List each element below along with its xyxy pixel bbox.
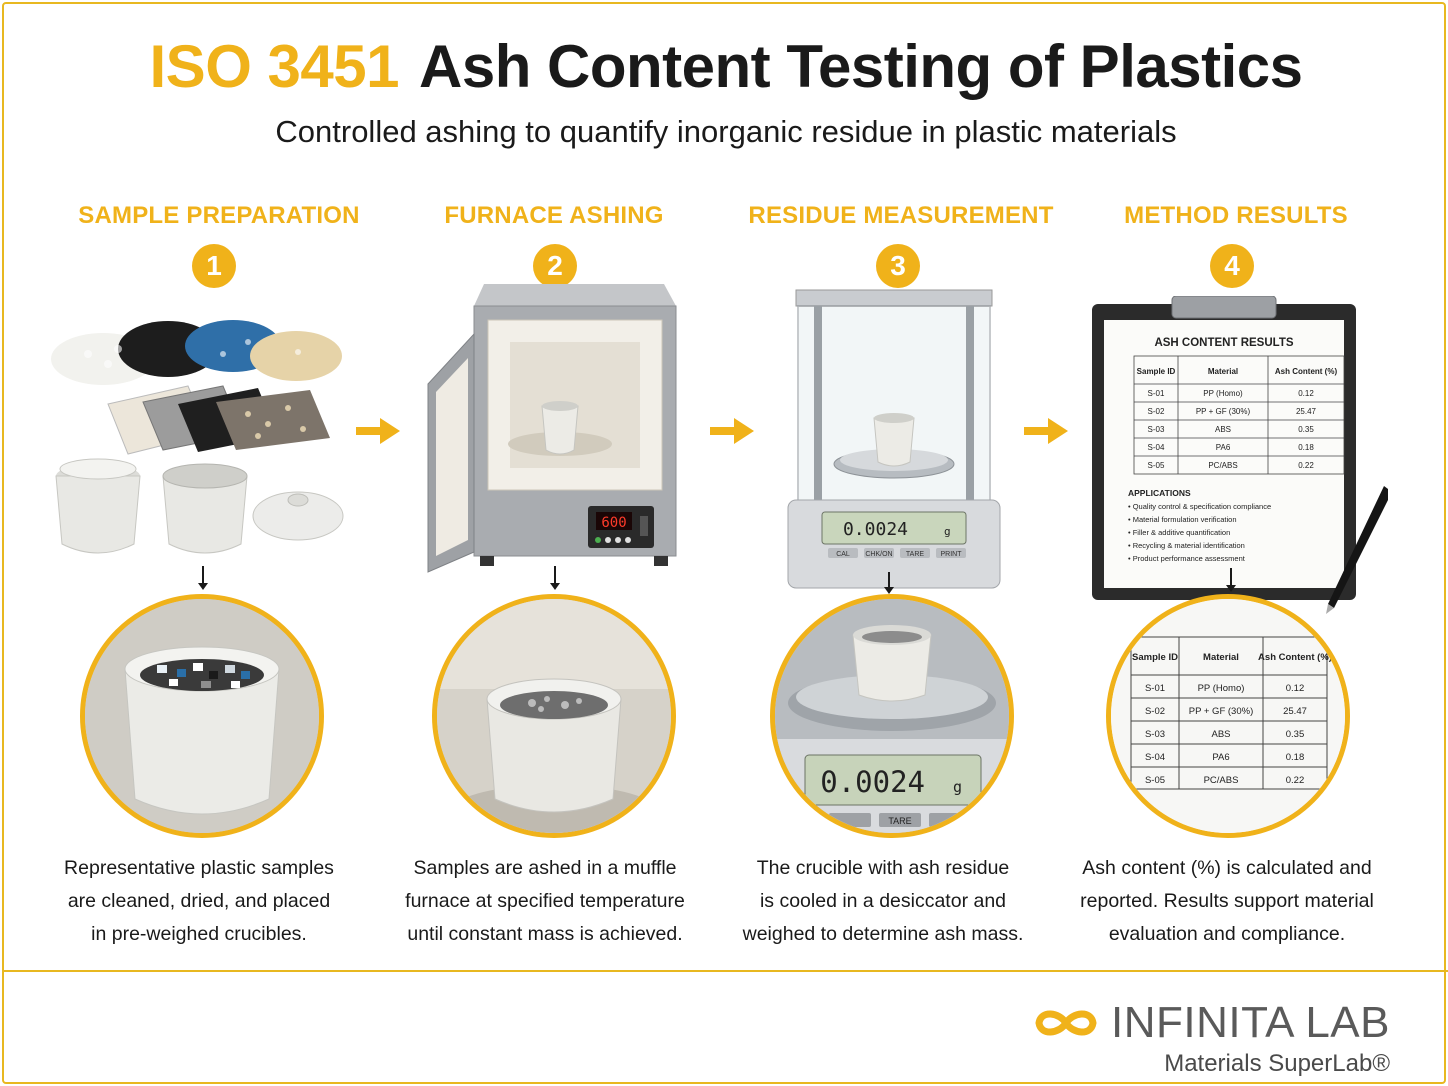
balance-unit: g [944,525,951,538]
closeup-col-ash: Ash Content (%) [1258,652,1332,663]
closeup-cell: S-04 [1145,752,1165,763]
results-clipboard-illustration: ASH CONTENT RESULTS Sample ID Material A… [1088,296,1388,616]
arrow-down-icon [1226,568,1236,592]
step-3-title: RESIDUE MEASUREMENT [748,202,1054,229]
muffle-furnace-illustration: 600 [414,284,684,584]
step-2-number: 2 [533,244,577,288]
sample-preparation-illustration [48,304,348,574]
sheet-cell: S-03 [1148,425,1165,434]
closeup-cell: 25.47 [1283,706,1307,717]
infinity-icon [1035,1010,1097,1036]
title-main: Ash Content Testing of Plastics [419,33,1303,100]
sheet-cell: 0.22 [1298,461,1314,470]
circle-crucible-samples [80,594,324,838]
sheet-cell: 0.12 [1298,389,1314,398]
step-4-title: METHOD RESULTS [1124,202,1348,229]
closeup-cell: S-02 [1145,706,1165,717]
balance-reading: 0.0024 [843,519,908,540]
circle-balance-closeup: 0.0024 g TARE [770,594,1014,838]
sheet-cell: PA6 [1216,443,1231,452]
logo-tagline: Materials SuperLab® [1164,1050,1390,1077]
arrow-down-icon [884,572,894,594]
closeup-cell: PP + GF (30%) [1189,706,1254,717]
circle-results-closeup: Sample ID Material Ash Content (%) S-01 … [1106,594,1350,838]
closeup-cell: 0.18 [1286,752,1305,763]
step-2-title: FURNACE ASHING [444,202,664,229]
step-3-number: 3 [876,244,920,288]
step-4-number: 4 [1210,244,1254,288]
sheet-col-sample: Sample ID [1137,367,1176,376]
closeup-cell: PA6 [1212,752,1229,763]
sheet-col-material: Material [1208,367,1238,376]
sheet-cell: ABS [1215,425,1231,434]
closeup-cell: S-05 [1145,775,1165,786]
balance-button-chk: CHK/ON [865,551,892,558]
application-item: • Product performance assessment [1128,554,1246,563]
arrow-down-icon [198,566,208,590]
application-item: • Quality control & specification compli… [1128,502,1271,511]
balance-button-cal: CAL [836,551,850,558]
logo-name: INFINITA LAB [1110,998,1390,1047]
closeup-unit: g [953,778,962,796]
closeup-reading: 0.0024 [820,765,925,799]
closeup-cell: ABS [1211,729,1230,740]
footer-divider [4,970,1448,972]
sheet-cell: PP + GF (30%) [1196,407,1251,416]
pen-icon [1326,486,1388,614]
sheet-cell: S-02 [1148,407,1165,416]
balance-button-print: PRINT [941,551,963,558]
sheet-cell: S-01 [1148,389,1165,398]
closeup-tare: TARE [888,816,911,826]
results-sheet-title: ASH CONTENT RESULTS [1154,337,1293,349]
arrow-right-icon [1024,416,1068,446]
closeup-cell: S-03 [1145,729,1165,740]
closeup-cell: PP (Homo) [1198,683,1245,694]
sheet-cell: S-04 [1148,443,1165,452]
arrow-right-icon [356,416,400,446]
page-title: ISO 3451 Ash Content Testing of Plastics [4,32,1448,101]
title-accent: ISO 3451 [149,33,400,100]
sheet-cell: PP (Homo) [1203,389,1243,398]
analytical-balance-illustration: 0.0024 g CAL CHK/ON TARE PRINT [784,282,1004,592]
closeup-col-material: Material [1203,652,1239,663]
application-item: • Recycling & material identification [1128,541,1245,550]
circle-crucible-ash [432,594,676,838]
applications-title: APPLICATIONS [1128,488,1191,498]
balance-button-tare: TARE [906,551,924,558]
sheet-cell: S-05 [1148,461,1165,470]
sheet-cell: 0.35 [1298,425,1314,434]
closeup-col-sample: Sample ID [1132,652,1178,663]
closeup-cell: 0.35 [1286,729,1305,740]
page-subtitle: Controlled ashing to quantify inorganic … [275,114,1177,149]
closeup-cell: S-01 [1145,683,1165,694]
sheet-cell: PC/ABS [1208,461,1237,470]
sheet-cell: 0.18 [1298,443,1314,452]
closeup-cell: 0.22 [1286,775,1305,786]
sheet-col-ash: Ash Content (%) [1275,367,1338,376]
arrow-right-icon [710,416,754,446]
application-item: • Filler & additive quantification [1128,528,1230,537]
closeup-cell: 0.12 [1286,683,1305,694]
arrow-down-icon [550,566,560,590]
closeup-cell: PC/ABS [1204,775,1239,786]
step-1-title: SAMPLE PREPARATION [78,202,360,229]
application-item: • Material formulation verification [1128,515,1237,524]
sheet-cell: 25.47 [1296,407,1317,416]
step-1-number: 1 [192,244,236,288]
company-logo: INFINITA LAB Materials SuperLab® [1031,998,1390,1078]
furnace-display: 600 [601,515,626,531]
